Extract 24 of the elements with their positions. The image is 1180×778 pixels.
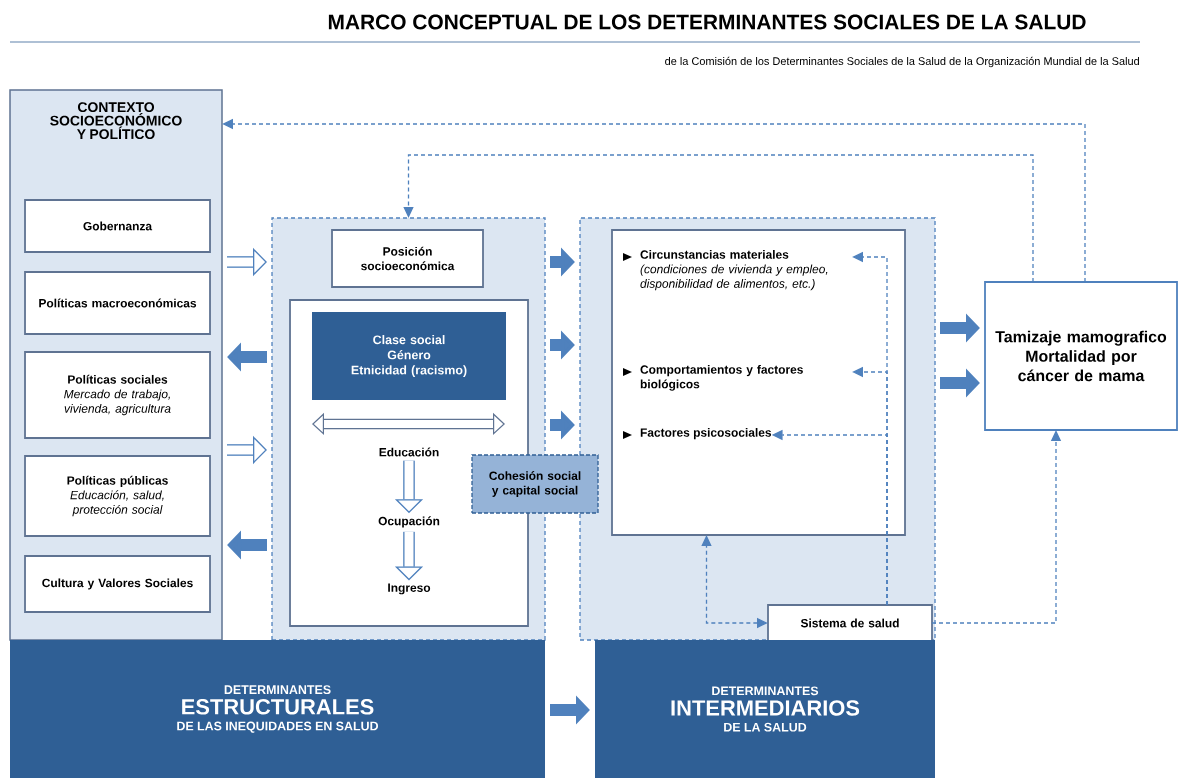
list-item: Factores psicosociales (623, 428, 772, 440)
policy-box: Cultura y Valores Sociales (24, 555, 211, 613)
policy-box: Políticas macroeconómicas (24, 271, 211, 335)
policy-box: Políticas sociales Mercado de trabajo, vivienda, agricultura (24, 351, 211, 439)
policy-box: Políticas públicas Educación, salud, protección social (24, 455, 211, 537)
banner: DETERMINANTES ESTRUCTURALES DE LAS INEQUIDADES EN SALUD (10, 640, 545, 778)
list-item: Circunstancias materiales (condiciones de vivienda y empleo, disponibilidad de alimentos, etc.) (623, 250, 828, 291)
node-label: (condiciones de vivienda y empleo, disponibilidad de alimentos, etc.) (640, 264, 828, 291)
social-class-box: Clase social Género Etnicidad (racismo) (312, 312, 506, 400)
policy-box: Gobernanza (24, 199, 211, 253)
list-item: Comportamientos y factores biológicos (623, 365, 803, 391)
cohesion-box: Cohesión social y capital social (471, 454, 599, 514)
position-box: Posición socioeconómica (331, 229, 484, 288)
stratifier-text: Ingreso (388, 583, 431, 595)
node-label: Circunstancias materiales (640, 250, 789, 259)
factors-box (611, 229, 906, 536)
title: MARCO CONCEPTUAL DE LOS DETERMINANTES SOCIALES DE LA SALUD (328, 14, 1086, 30)
banner: DETERMINANTES INTERMEDIARIOS DE LA SALUD (595, 640, 935, 778)
arrow (403, 154, 1034, 283)
stratifier-text: Educación (379, 447, 439, 457)
outcome-box: Tamizaje mamografico Mortalidad por cáncer de mama (984, 281, 1178, 431)
subtitle: de la Comisión de los Determinantes Sociales de la Salud de la Organización Mundial de la Salud (665, 56, 1139, 68)
stratifier-text: Ocupación (378, 516, 440, 528)
health-system-box: Sistema de salud (767, 604, 933, 642)
